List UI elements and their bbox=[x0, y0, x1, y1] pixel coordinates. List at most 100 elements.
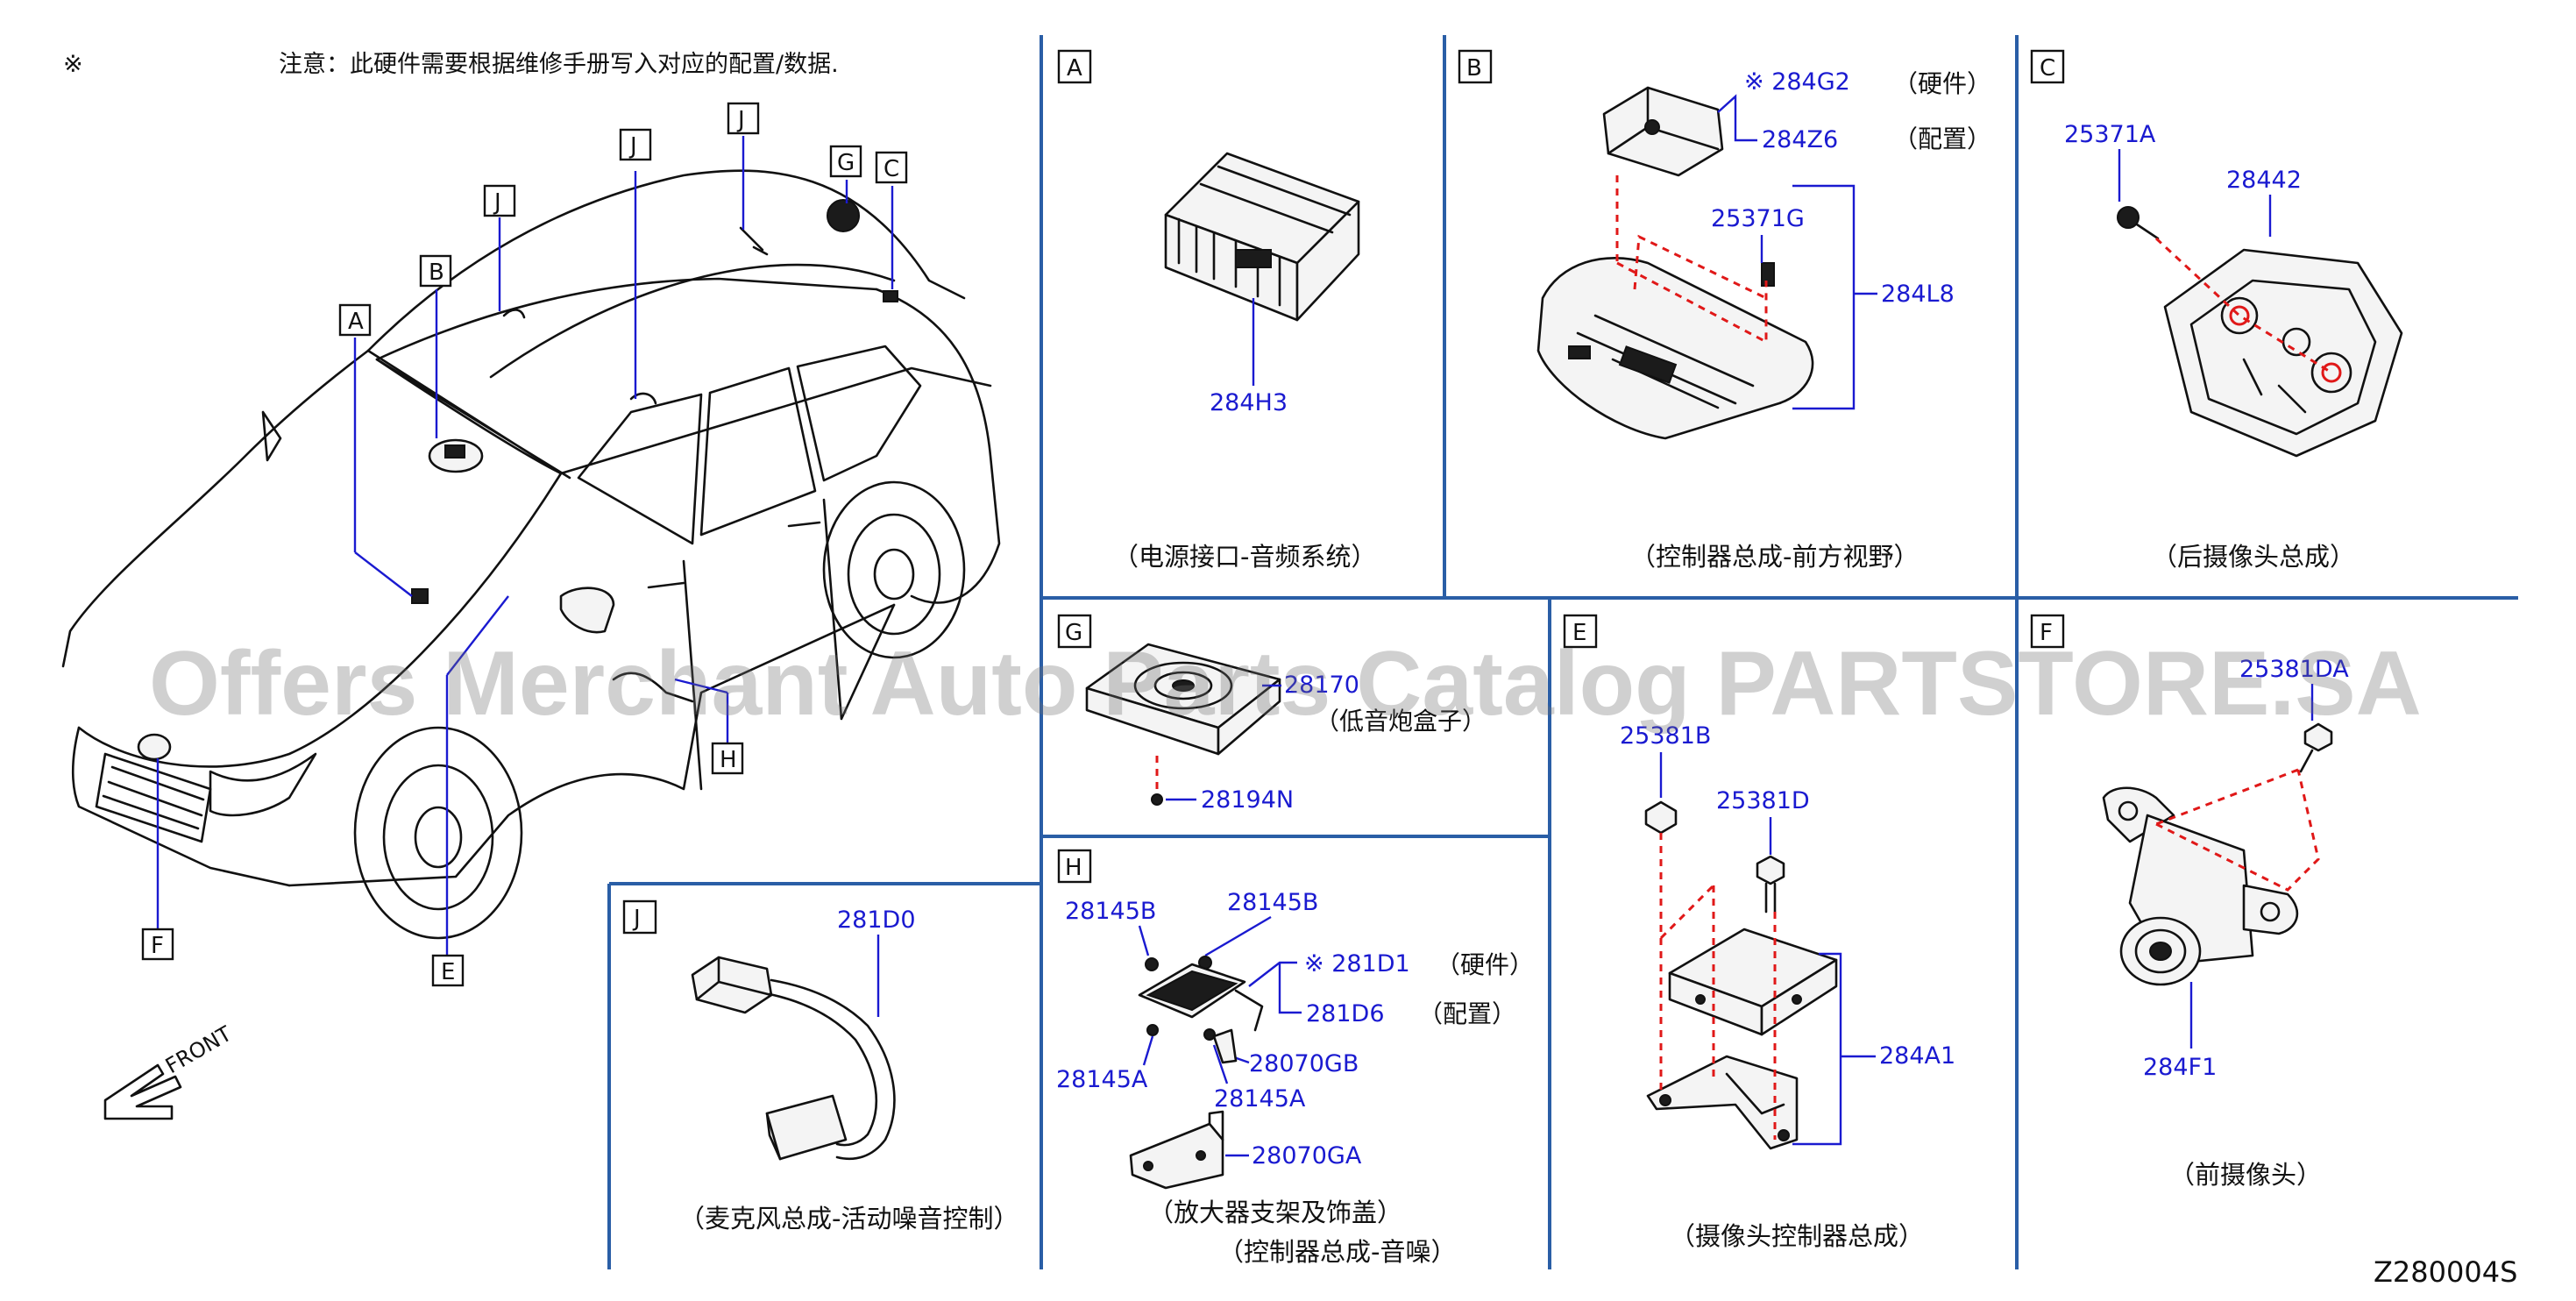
svg-text:G: G bbox=[837, 150, 855, 176]
marker-f-icon bbox=[137, 733, 172, 761]
panel-c: C 25371A 28442 （后摄像头总成） bbox=[2030, 49, 2403, 572]
panel-j-label: J bbox=[632, 906, 641, 932]
part-284A1: 284A1 bbox=[1879, 1042, 1955, 1070]
panel-b-caption: （控制器总成-前方视野） bbox=[1630, 542, 1919, 572]
panel-b-note-config: （配置） bbox=[1893, 124, 1991, 153]
marker-g-icon bbox=[827, 199, 860, 232]
callout-j-1: J bbox=[483, 184, 516, 217]
panel-c-caption: （后摄像头总成） bbox=[2152, 542, 2355, 572]
part-281D1: ※ 281D1 bbox=[1304, 950, 1410, 978]
svg-text:H: H bbox=[720, 747, 737, 773]
note-symbol: ※ bbox=[63, 51, 83, 78]
power-outlet-illustration bbox=[1164, 152, 1360, 322]
part-25381D: 25381D bbox=[1716, 787, 1810, 814]
panel-c-label: C bbox=[2040, 55, 2055, 82]
callout-j-3: J bbox=[727, 102, 760, 135]
part-284G2: ※ 284G2 bbox=[1744, 68, 1850, 96]
callout-leaders bbox=[156, 136, 894, 956]
part-28145B-left: 28145B bbox=[1065, 898, 1156, 925]
part-28194N: 28194N bbox=[1201, 786, 1294, 814]
suv-illustration bbox=[61, 169, 1001, 940]
part-284F1: 284F1 bbox=[2143, 1054, 2217, 1081]
svg-text:C: C bbox=[884, 156, 899, 182]
overhead-console-illustration bbox=[1536, 257, 1814, 440]
svg-text:J: J bbox=[736, 107, 745, 133]
bolt-25371a-icon bbox=[2117, 206, 2160, 240]
panel-f-caption: （前摄像头） bbox=[2169, 1160, 2322, 1190]
marker-c-icon bbox=[883, 290, 898, 302]
svg-text:J: J bbox=[493, 189, 501, 216]
svg-text:E: E bbox=[441, 959, 455, 985]
callout-b: B bbox=[419, 254, 452, 288]
front-camera-illustration bbox=[2102, 786, 2299, 986]
callout-c: C bbox=[875, 151, 908, 184]
callout-a: A bbox=[338, 303, 372, 337]
noise-controller-illustration bbox=[1138, 956, 1264, 1041]
front-arrow: FRONT bbox=[103, 1021, 236, 1120]
clip-28070gb-icon bbox=[1212, 1028, 1238, 1064]
marker-a-icon bbox=[411, 588, 429, 604]
callout-g: G bbox=[829, 145, 862, 178]
part-284H3: 284H3 bbox=[1210, 389, 1288, 416]
panel-g-label: G bbox=[1065, 620, 1082, 646]
front-camera-module-illustration bbox=[1602, 86, 1724, 177]
part-28145A-right: 28145A bbox=[1214, 1085, 1306, 1113]
camera-controller-illustration bbox=[1668, 928, 1838, 1036]
subwoofer-box-illustration bbox=[1085, 643, 1281, 756]
panel-b: B ※ 284G2 （硬件） 284Z6 （配置） 25371G 284L8 （… bbox=[1458, 49, 1991, 572]
part-28070GA: 28070GA bbox=[1252, 1142, 1362, 1169]
panel-f: F 25381DA 284F1 （前摄像头） bbox=[2030, 614, 2349, 1190]
panel-f-label: F bbox=[2040, 620, 2053, 646]
svg-text:B: B bbox=[429, 259, 444, 286]
front-label: FRONT bbox=[161, 1021, 236, 1078]
controller-bracket-illustration bbox=[1646, 1055, 1799, 1150]
part-281D0: 281D0 bbox=[837, 906, 916, 934]
part-28070GB: 28070GB bbox=[1249, 1050, 1359, 1077]
part-25381B: 25381B bbox=[1620, 722, 1711, 750]
panel-e: E 25381B 25381D 284A1 （摄像头控制器总成） bbox=[1563, 614, 1955, 1251]
panel-b-note-hardware: （硬件） bbox=[1893, 69, 1991, 98]
part-28442: 28442 bbox=[2226, 167, 2302, 194]
part-284Z6: 284Z6 bbox=[1762, 126, 1838, 153]
svg-text:F: F bbox=[151, 933, 164, 959]
panel-h-label: H bbox=[1065, 855, 1082, 881]
part-25371G: 25371G bbox=[1711, 205, 1805, 232]
amplifier-bracket-illustration bbox=[1129, 1110, 1224, 1190]
panel-b-label: B bbox=[1466, 55, 1482, 82]
part-28145A-left: 28145A bbox=[1056, 1066, 1148, 1093]
panel-a-caption: （电源接口-音频系统） bbox=[1113, 542, 1376, 572]
watermark: Offers Merchant Auto Parts Catalog PARTS… bbox=[149, 633, 2422, 735]
part-281D6: 281D6 bbox=[1306, 1000, 1385, 1027]
callout-j-2: J bbox=[619, 128, 652, 161]
panel-e-caption: （摄像头控制器总成） bbox=[1670, 1221, 1924, 1251]
callout-e: E bbox=[431, 954, 465, 987]
callout-h: H bbox=[711, 742, 744, 775]
note-text: 注意：此硬件需要根据维修手册写入对应的配置/数据. bbox=[279, 51, 839, 78]
panel-a-label: A bbox=[1067, 55, 1082, 82]
rear-camera-bracket-illustration bbox=[2163, 248, 2403, 458]
callout-f: F bbox=[141, 928, 174, 961]
panel-h-note-hardware: （硬件） bbox=[1436, 950, 1534, 979]
panel-h: H 28145B 28145B ※ 281D1 （硬件） 281D6 （配置） … bbox=[1056, 849, 1534, 1267]
panel-g: G 28170 （低音炮盒子） 28194N bbox=[1057, 614, 1487, 814]
bolt-25381d-icon bbox=[1756, 855, 1785, 914]
panel-e-label: E bbox=[1572, 620, 1586, 646]
panel-g-caption: （低音炮盒子） bbox=[1315, 707, 1487, 736]
part-28145B-right: 28145B bbox=[1227, 889, 1318, 916]
part-25371A: 25371A bbox=[2064, 121, 2156, 148]
nut-25381b-icon bbox=[1644, 800, 1678, 835]
panel-j-caption: （麦克风总成-活动噪音控制） bbox=[679, 1204, 1018, 1233]
panel-a: A 284H3 （电源接口-音频系统） bbox=[1057, 49, 1376, 572]
part-28170: 28170 bbox=[1284, 672, 1359, 699]
panel-h-caption-2: （控制器总成-音噪） bbox=[1218, 1237, 1456, 1267]
svg-text:A: A bbox=[348, 309, 364, 335]
diagram-code: Z280004S bbox=[2374, 1255, 2517, 1289]
marker-j-icon bbox=[739, 226, 769, 256]
part-25381DA: 25381DA bbox=[2239, 656, 2349, 683]
panel-h-note-config: （配置） bbox=[1418, 999, 1516, 1028]
microphone-assembly-illustration bbox=[691, 956, 896, 1161]
panel-grid bbox=[607, 35, 2518, 1269]
svg-text:J: J bbox=[628, 133, 637, 160]
vehicle-overview: A B C E F G H J bbox=[61, 102, 1001, 1120]
